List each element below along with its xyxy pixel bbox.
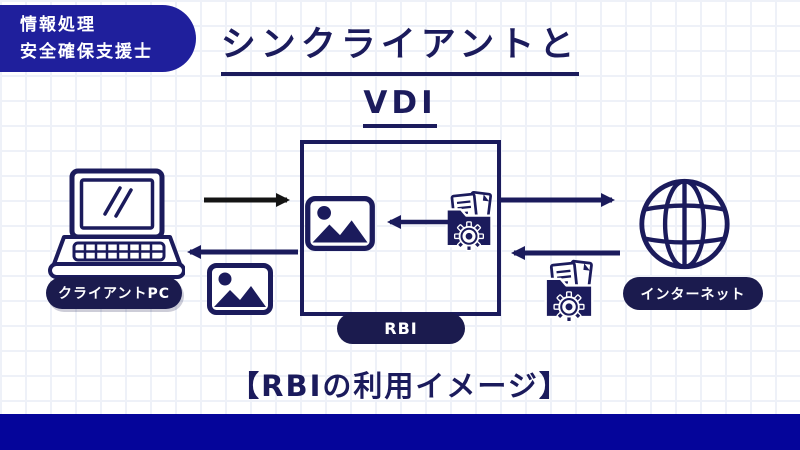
certification-badge: 情報処理 安全確保支援士 (0, 5, 196, 72)
folder-gear-icon (544, 259, 594, 323)
client-pc-label-text: クライアントPC (58, 286, 170, 302)
title-line2: VDI (363, 85, 437, 128)
internet-label: インターネット (623, 277, 763, 310)
caption: 【RBIの利用イメージ】 (230, 369, 570, 403)
badge-line2: 安全確保支援士 (20, 41, 153, 62)
globe-icon (639, 178, 730, 270)
rbi-label: RBI (337, 313, 465, 344)
title-line1: シンクライアントと (220, 16, 580, 76)
rbi-label-text: RBI (384, 319, 418, 338)
internet-label-text: インターネット (640, 286, 746, 303)
laptop-icon (48, 168, 185, 286)
client-pc-label: クライアントPC (46, 277, 182, 309)
image-icon (305, 196, 375, 251)
page-title: シンクライアントと VDI (200, 16, 600, 128)
bottom-bar (0, 414, 800, 450)
badge-line1: 情報処理 (20, 15, 96, 36)
folder-gear-icon (445, 190, 493, 252)
image-icon (207, 263, 273, 315)
